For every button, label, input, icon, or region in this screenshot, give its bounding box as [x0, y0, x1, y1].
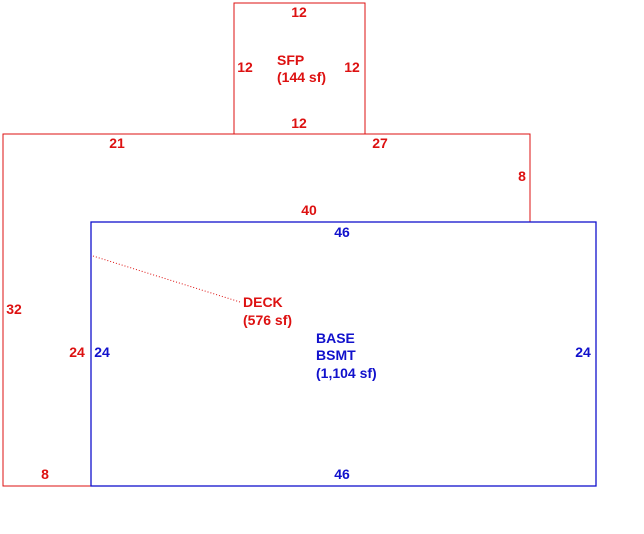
deck-dim-top-left: 21 — [109, 135, 125, 151]
base-dim-left: 24 — [94, 344, 110, 360]
sfp-name: SFP — [277, 52, 304, 68]
deck-dim-inner-left: 24 — [69, 344, 85, 360]
deck-leader-line — [92, 255, 241, 303]
base-area: (1,104 sf) — [316, 365, 377, 381]
sfp-area: (144 sf) — [277, 69, 326, 85]
base-dim-right: 24 — [575, 344, 591, 360]
deck-area: (576 sf) — [243, 312, 292, 328]
sfp-dim-bottom: 12 — [291, 115, 307, 131]
deck-dim-left: 32 — [6, 301, 22, 317]
deck-dim-right-step: 8 — [518, 168, 526, 184]
deck-name: DECK — [243, 294, 283, 310]
deck-dim-bottom: 8 — [41, 466, 49, 482]
deck-dim-top-right: 27 — [372, 135, 388, 151]
base-outline — [90, 221, 597, 487]
sfp-dim-left: 12 — [237, 59, 253, 75]
base-name-line2: BSMT — [316, 347, 356, 363]
base-name-line1: BASE — [316, 330, 355, 346]
sfp-dim-top: 12 — [291, 4, 307, 20]
base-dim-top: 46 — [334, 224, 350, 240]
base-dim-bottom: 46 — [334, 466, 350, 482]
deck-outline — [2, 133, 531, 487]
sfp-dim-right: 12 — [344, 59, 360, 75]
deck-dim-inner-top: 40 — [301, 202, 317, 218]
